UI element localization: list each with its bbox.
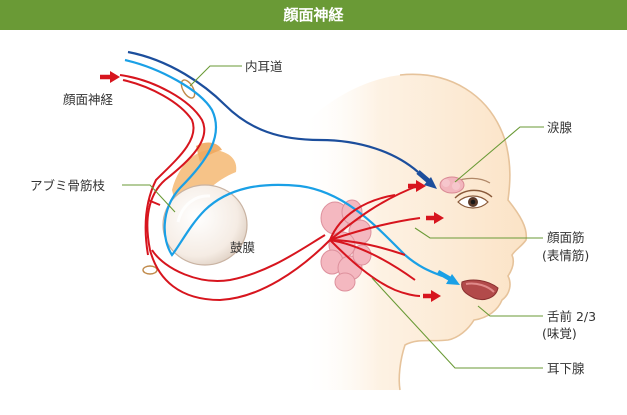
label-stapedius-branch: アブミ骨筋枝	[30, 178, 105, 193]
label-lacrimal-gland: 涙腺	[547, 120, 572, 135]
label-facial-muscles-sub: (表情筋)	[542, 248, 589, 263]
label-tongue-front: 舌前 2/3	[547, 309, 596, 324]
label-parotid-gland: 耳下腺	[547, 361, 585, 376]
label-facial-nerve: 顔面神経	[63, 92, 113, 107]
label-facial-muscles: 顔面筋	[547, 230, 585, 245]
stylomastoid-ring	[143, 266, 157, 274]
label-tongue-front-sub: (味覚)	[542, 326, 577, 341]
label-eardrum: 鼓膜	[230, 240, 255, 255]
lacrimal-gland-shape	[440, 177, 464, 193]
label-internal-meatus: 内耳道	[245, 59, 283, 74]
